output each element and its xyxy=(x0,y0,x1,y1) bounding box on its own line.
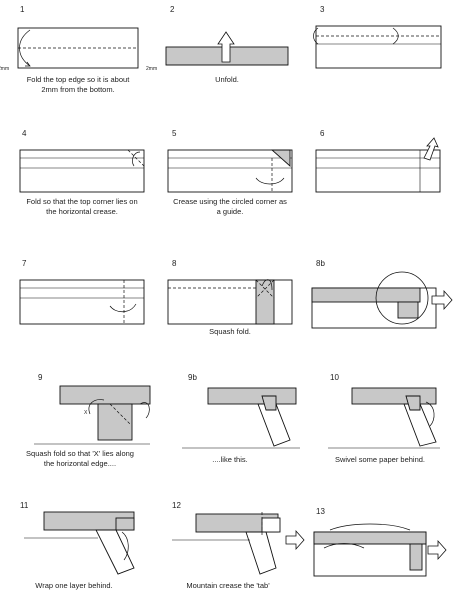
caption-line-1: Fold the top edge so it is about xyxy=(27,75,130,84)
fold-arrow-2 xyxy=(323,543,365,549)
step-9: 9 X Squash fold so that 'X' lies along t… xyxy=(26,373,151,468)
fold-arrow xyxy=(109,303,137,313)
step-number: 5 xyxy=(172,129,177,138)
step-number: 2 xyxy=(170,5,175,14)
next-arrow-icon xyxy=(431,289,453,311)
fold-arrow xyxy=(255,177,285,185)
fold-arrow xyxy=(88,399,105,415)
next-arrow-icon xyxy=(285,529,305,551)
folded-band xyxy=(207,387,297,405)
step-11: 11 Wrap one layer behind. xyxy=(20,501,135,590)
step-8b: 8b xyxy=(311,259,453,329)
zoom-circle xyxy=(375,271,429,325)
step-number: 7 xyxy=(22,259,27,268)
folded-band xyxy=(59,385,151,405)
caption-line-2: 2mm from the bottom. xyxy=(41,85,114,94)
fold-arrow xyxy=(392,27,399,45)
step-10: 10 Swivel some paper behind. xyxy=(328,373,440,464)
swivel-arrow xyxy=(425,401,435,427)
squash-flap xyxy=(97,403,133,441)
caption-line-1: ....like this. xyxy=(212,455,247,464)
caption-line-1: Wrap one layer behind. xyxy=(35,581,112,590)
caption-line-1: Swivel some paper behind. xyxy=(335,455,425,464)
step-number: 9 xyxy=(38,373,43,382)
squash-tip xyxy=(261,395,277,411)
fold-arrow xyxy=(329,523,411,531)
paper-strip xyxy=(315,25,442,69)
step-12: 12 Mountain crease the 'tab' xyxy=(172,501,305,590)
caption-line-1: Mountain crease the 'tab' xyxy=(186,581,270,590)
step-number: 10 xyxy=(330,373,339,382)
measure-label: 2mm xyxy=(0,66,9,72)
step-1: 1 2mm Fold the top edge so it is about 2… xyxy=(0,5,139,94)
step-number: 13 xyxy=(316,507,325,516)
wrap-arrow xyxy=(121,531,129,561)
side-flap xyxy=(409,543,423,571)
caption-line-1: Crease using the circled corner as xyxy=(173,197,287,206)
paper-strip xyxy=(19,149,145,193)
squashed-flap xyxy=(397,301,419,319)
step-number: 11 xyxy=(20,501,29,510)
folded-band xyxy=(351,387,437,405)
step-number: 8b xyxy=(316,259,325,268)
swivel-flap xyxy=(245,531,277,575)
step-9b: 9b ....like this. xyxy=(182,373,300,464)
step-8: 8 Squash fold. xyxy=(167,259,293,336)
squash-tip xyxy=(405,395,421,411)
step-7: 7 xyxy=(19,259,145,325)
tab xyxy=(261,517,281,533)
step-3: 3 xyxy=(313,5,442,69)
step-2: 2 2mm Unfold. xyxy=(146,5,289,84)
tab xyxy=(115,517,135,531)
step-number: 6 xyxy=(320,129,325,138)
step-number: 9b xyxy=(188,373,197,382)
step-number: 1 xyxy=(20,5,25,14)
fold-arrow xyxy=(132,151,141,167)
folded-band xyxy=(313,531,427,545)
folded-corner xyxy=(270,149,291,168)
caption-line-1: Unfold. xyxy=(215,75,239,84)
step-4: 4 Fold so that the top corner lies on th… xyxy=(19,129,145,216)
step-number: 12 xyxy=(172,501,181,510)
unfold-arrow-icon xyxy=(217,31,235,63)
valley-fold-line xyxy=(127,149,145,167)
measure-label: 2mm xyxy=(146,66,157,72)
x-label: X xyxy=(84,410,88,416)
paper-strip xyxy=(19,279,145,325)
paper-strip xyxy=(315,149,441,193)
caption-line-2: the horizontal crease. xyxy=(46,207,118,216)
swivel-flap xyxy=(95,529,135,575)
fold-arrow xyxy=(261,279,273,291)
step-number: 4 xyxy=(22,129,27,138)
next-arrow-icon xyxy=(427,539,447,561)
squash-line-2 xyxy=(255,279,275,299)
caption-line-1: Squash fold. xyxy=(209,327,251,336)
step-number: 3 xyxy=(320,5,325,14)
arrow-head xyxy=(25,61,31,67)
step-5: 5 Crease using the circled corner as a g… xyxy=(167,129,293,216)
step-6: 6 xyxy=(315,129,441,193)
fold-arrow-2 xyxy=(139,402,150,419)
caption-line-2: the horizontal edge.... xyxy=(44,459,116,468)
caption-line-2: a guide. xyxy=(217,207,244,216)
step-number: 8 xyxy=(172,259,177,268)
step-13: 13 xyxy=(313,507,447,577)
fold-arrow xyxy=(19,29,31,67)
unfold-arrow-icon xyxy=(423,137,439,161)
paper-strip xyxy=(167,149,293,193)
folded-flap xyxy=(255,279,275,325)
fold-arrow-left xyxy=(313,27,319,45)
caption-line-1: Squash fold so that 'X' lies along xyxy=(26,449,134,458)
folded-band xyxy=(311,287,421,303)
caption-line-1: Fold so that the top corner lies on xyxy=(26,197,137,206)
